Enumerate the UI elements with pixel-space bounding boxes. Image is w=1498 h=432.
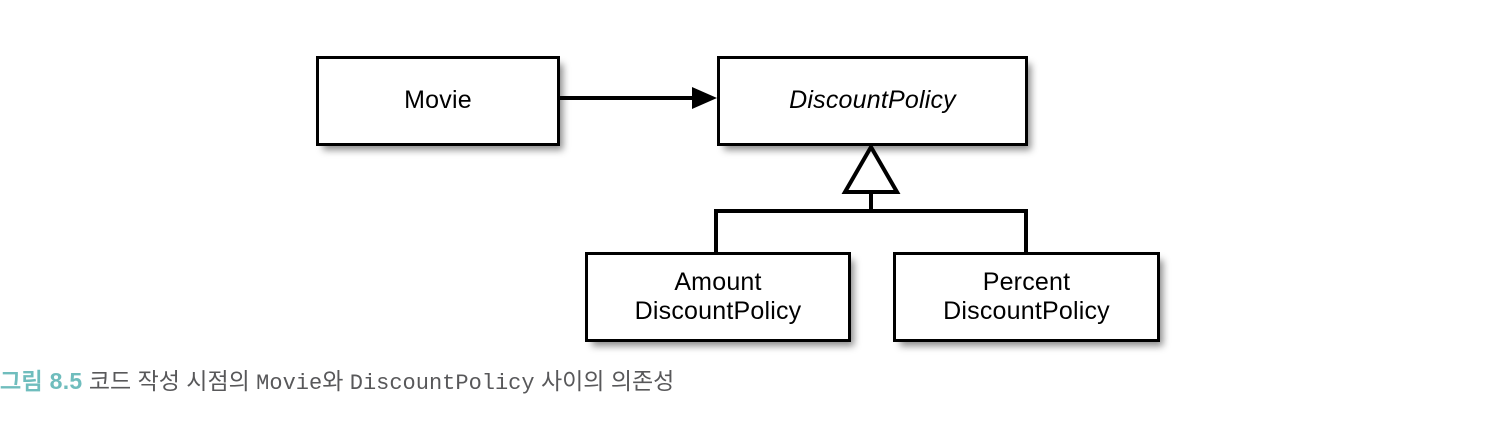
caption-code-movie: Movie [256, 371, 323, 396]
caption-part-3: 사이의 의존성 [534, 368, 675, 394]
dependency-arrow-movie-discountpolicy [560, 87, 717, 109]
generalization-triangle [841, 143, 901, 194]
class-name-discount-policy: DiscountPolicy [789, 86, 956, 115]
figure-caption: 그림 8.5 코드 작성 시점의 Movie와 DiscountPolicy 사… [0, 366, 1400, 399]
class-name-movie: Movie [404, 86, 472, 115]
class-box-movie[interactable]: Movie [316, 56, 560, 146]
caption-code-discount-policy: DiscountPolicy [349, 371, 535, 396]
class-box-discount-policy[interactable]: DiscountPolicy [717, 56, 1028, 146]
generalization-tree [714, 143, 1028, 252]
class-name-amount-discount-policy: Amount DiscountPolicy [634, 267, 802, 326]
caption-part-1: 코드 작성 시점의 [82, 368, 257, 394]
class-box-percent-discount-policy[interactable]: Percent DiscountPolicy [893, 252, 1160, 342]
caption-part-2: 와 [322, 368, 350, 394]
class-name-percent-discount-policy: Percent DiscountPolicy [943, 267, 1110, 326]
caption-figure-number: 그림 8.5 [0, 368, 83, 394]
class-box-amount-discount-policy[interactable]: Amount DiscountPolicy [585, 252, 851, 342]
